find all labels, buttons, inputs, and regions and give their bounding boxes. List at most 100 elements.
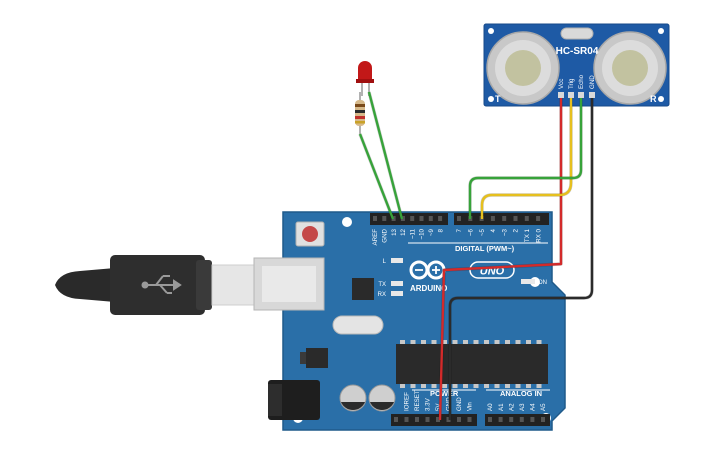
header-hole[interactable] <box>425 417 430 422</box>
chip-pin <box>494 340 500 344</box>
sensor-trig-to-pin7-wire[interactable] <box>480 98 573 219</box>
chip-pin <box>442 384 447 388</box>
chip-pin <box>463 340 468 344</box>
power-jack-front <box>268 384 282 416</box>
sensor-pin[interactable] <box>568 92 574 98</box>
header-hole[interactable] <box>457 216 461 221</box>
sensor-pin[interactable] <box>578 92 584 98</box>
header-hole[interactable] <box>415 417 419 422</box>
crystal-oscillator <box>332 315 384 335</box>
chip-pin <box>431 340 437 344</box>
atmega-chip <box>396 344 548 384</box>
resistor[interactable] <box>355 92 365 134</box>
header-hole[interactable] <box>436 417 440 422</box>
analog-header-strip <box>485 414 550 426</box>
led-tx-indicator <box>391 281 403 286</box>
digital-pin-label: ~10 <box>419 228 426 239</box>
chip-pin <box>505 340 510 344</box>
chip-pin <box>484 340 489 344</box>
receiver-transducer <box>593 31 667 105</box>
led-to-pin13-wire[interactable] <box>367 91 404 220</box>
digital-pin-label: 8 <box>437 228 444 232</box>
analog-pin-label: A4 <box>530 403 537 411</box>
red-led[interactable] <box>356 61 374 96</box>
sensor-pin[interactable] <box>558 92 564 98</box>
resistor-band <box>355 110 365 113</box>
header-hole[interactable] <box>541 417 545 422</box>
led-rim <box>356 79 374 83</box>
voltage-regulator-tab <box>300 352 306 364</box>
led-rx-label: RX <box>378 292 386 298</box>
header-hole[interactable] <box>498 417 503 422</box>
header-hole[interactable] <box>524 216 529 221</box>
led-dome <box>358 61 372 80</box>
chip-pin <box>400 340 405 344</box>
header-hole[interactable] <box>530 417 535 422</box>
digital-header-strip <box>370 213 448 225</box>
sensor-model-label: HC-SR04 <box>556 46 599 57</box>
analog-pin-label: A2 <box>508 403 515 411</box>
sensor-pin-label: Trig <box>568 78 575 89</box>
header-hole[interactable] <box>488 417 492 422</box>
usb-metal-connector <box>211 264 255 306</box>
power-pin-label: Vin <box>467 402 474 411</box>
header-hole[interactable] <box>394 417 398 422</box>
header-hole[interactable] <box>428 216 433 221</box>
digital-pin-label: TX 1 <box>524 228 531 242</box>
chip-pin <box>421 340 426 344</box>
chip-pin <box>452 384 458 388</box>
digital-pin-label: ~5 <box>479 228 486 236</box>
digital-pin-label: 13 <box>391 228 398 235</box>
power-pin-label: RESET <box>414 390 421 411</box>
header-hole[interactable] <box>410 216 415 221</box>
header-hole[interactable] <box>513 216 518 221</box>
digital-header-strip-2 <box>454 213 549 225</box>
chip-pin <box>536 340 542 344</box>
header-hole[interactable] <box>457 417 461 422</box>
sensor-trig-to-pin7-outline <box>480 98 573 219</box>
resistor-band <box>355 116 365 119</box>
header-hole[interactable] <box>404 417 409 422</box>
sensor-echo-to-pin6-outline <box>468 98 583 219</box>
sensor-hole <box>488 96 494 102</box>
sensor-pin[interactable] <box>589 92 595 98</box>
header-hole[interactable] <box>382 216 387 221</box>
wires <box>358 91 594 421</box>
resistor-band <box>355 104 365 107</box>
resistor-to-gnd-wire[interactable] <box>358 133 395 220</box>
analog-header-label: ANALOG IN <box>500 389 542 398</box>
reset-button-cap[interactable] <box>302 226 318 242</box>
power-header-strip <box>391 414 477 426</box>
usb-cable[interactable] <box>55 255 255 315</box>
header-hole[interactable] <box>419 216 424 221</box>
header-hole[interactable] <box>446 417 451 422</box>
sensor-hole <box>488 28 494 34</box>
header-hole[interactable] <box>509 417 514 422</box>
header-hole[interactable] <box>467 417 472 422</box>
header-hole[interactable] <box>438 216 443 221</box>
voltage-regulator <box>306 348 328 368</box>
chip-pin <box>473 340 479 344</box>
sensor-pin-label: GND <box>589 75 596 89</box>
chip-pin <box>463 384 468 388</box>
atmega-chip-pins <box>400 340 542 388</box>
chip-pin <box>526 384 531 388</box>
sensor-echo-to-pin6-wire[interactable] <box>468 98 583 219</box>
header-hole[interactable] <box>536 216 541 221</box>
usb-b-socket-inner <box>262 266 316 302</box>
power-header-label: POWER <box>430 389 459 398</box>
header-hole[interactable] <box>373 216 377 221</box>
power-pin-label: 5V <box>435 403 442 411</box>
analog-pin-label: A1 <box>498 403 505 411</box>
led-on-indicator <box>521 279 535 284</box>
header-hole[interactable] <box>490 216 495 221</box>
header-hole[interactable] <box>519 417 524 422</box>
header-hole[interactable] <box>502 216 507 221</box>
digital-pin-label: ~9 <box>428 228 435 236</box>
sensor-gnd-to-gnd-wire[interactable] <box>448 98 594 420</box>
receiver-mark: R <box>650 94 657 104</box>
sensor-vcc-to-5v-wire[interactable] <box>438 98 563 421</box>
